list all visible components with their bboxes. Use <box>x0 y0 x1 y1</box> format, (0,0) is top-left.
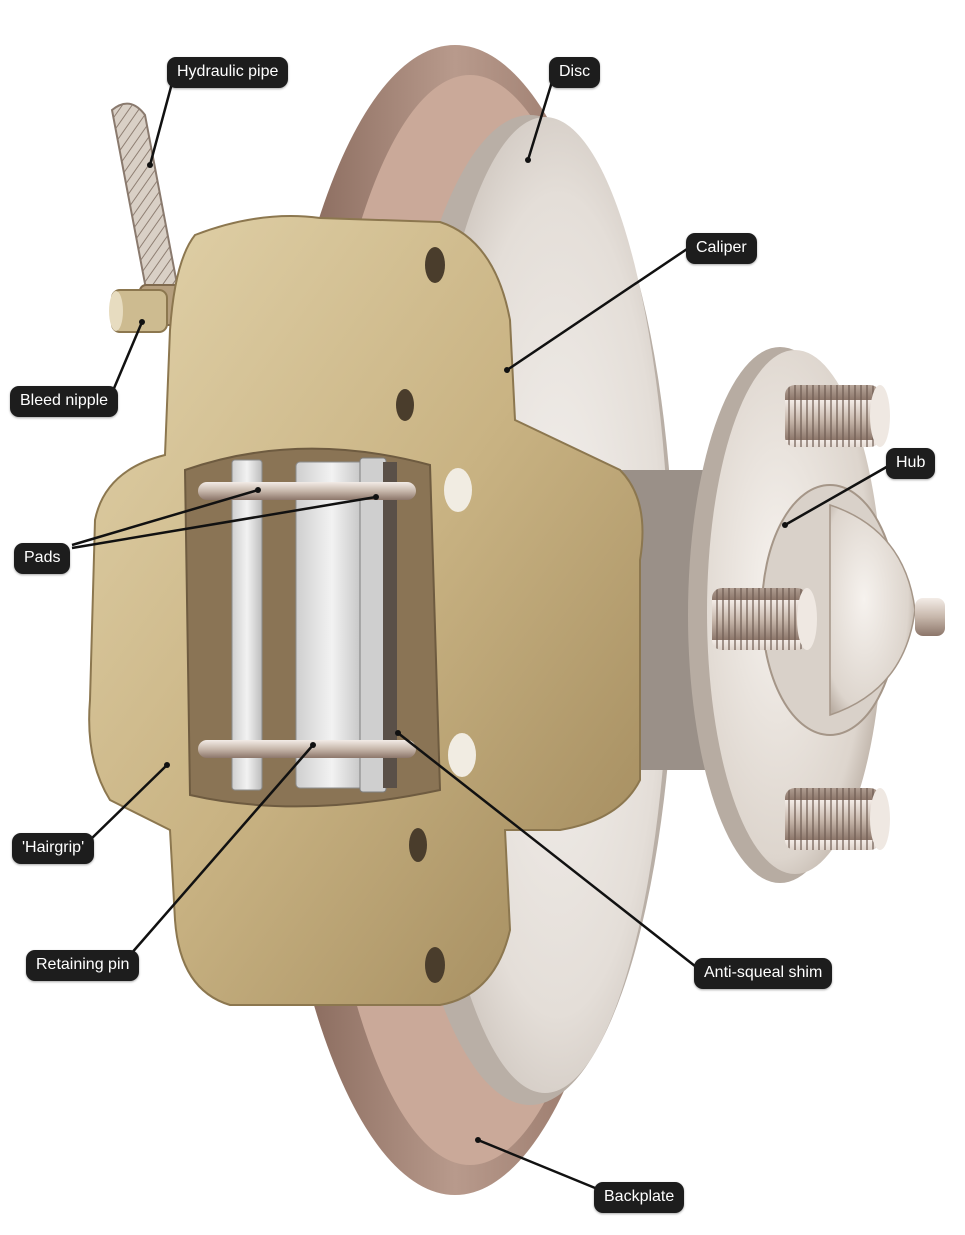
leader-dots <box>139 157 788 1143</box>
retaining-pins-shape <box>198 482 416 758</box>
label-anti-squeal-shim: Anti-squeal shim <box>694 958 833 989</box>
wheel-studs <box>712 385 890 850</box>
label-backplate: Backplate <box>594 1182 685 1213</box>
label-hairgrip: 'Hairgrip' <box>12 833 95 864</box>
label-caliper: Caliper <box>686 233 757 264</box>
label-bleed-nipple: Bleed nipple <box>10 386 119 417</box>
label-disc: Disc <box>549 57 601 88</box>
label-pads: Pads <box>14 543 71 574</box>
leader-lines <box>71 71 891 1192</box>
label-hub: Hub <box>886 448 936 479</box>
label-hydraulic-pipe: Hydraulic pipe <box>167 57 289 88</box>
pads-shape <box>231 457 397 793</box>
label-retaining-pin: Retaining pin <box>26 950 140 981</box>
